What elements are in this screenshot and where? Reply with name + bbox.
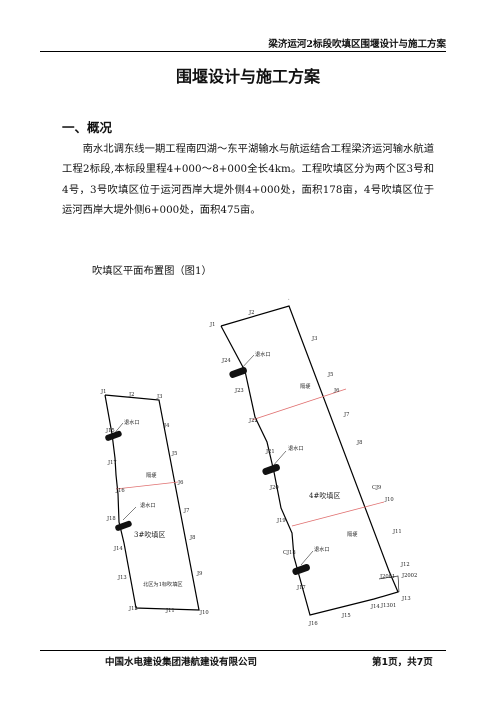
footer-page-number: 第1页，共7页 [372, 657, 433, 668]
left-label-j-lower: J18 [106, 516, 116, 522]
right-label-j3: J3 [311, 336, 317, 342]
left-label-j8: J8 [189, 535, 195, 541]
header-rule [40, 51, 446, 52]
left-label-north-note: 北区为1标吹填区 [143, 580, 183, 588]
left-label-j14: J14 [113, 546, 123, 552]
fill-area-layout-figure: J1 J2 J3 J4 J5 J6 J7 J8 J9 J10 J11 J12 J… [96, 292, 417, 627]
right-label-cj18: CJ18 [283, 550, 296, 556]
right-outlet-leader-3 [300, 550, 314, 566]
right-label-j15: J15 [341, 613, 351, 619]
right-label-j17: J17 [296, 585, 306, 591]
figure-caption: 吹填区平面布置图（图1） [92, 265, 212, 277]
left-label-area3: 3#吹填区 [134, 530, 165, 539]
page-header: 梁济运河2标段吹填区围堰设计与施工方案 [268, 39, 446, 50]
overview-paragraph: 南水北调东线一期工程南四湖～东平湖输水与航运结合工程梁济运河输水航道工程2标段,… [62, 143, 434, 216]
right-label-outlet-3: 退水口 [314, 545, 330, 553]
left-label-outlet-2: 退水口 [140, 501, 156, 509]
right-label-cj9: CJ9 [372, 485, 381, 491]
right-label-j2001: J2001 [379, 574, 395, 580]
left-label-j12: J12 [128, 606, 138, 612]
left-label-j7: J7 [183, 508, 189, 514]
right-label-divider-1: 隔埂 [300, 382, 311, 390]
right-label-j11: J11 [392, 529, 402, 535]
right-outlet-icon-2 [262, 463, 280, 475]
right-label-j12: J12 [400, 562, 410, 568]
left-label-j13: J13 [117, 575, 127, 581]
right-label-area4: 4#吹填区 [309, 491, 340, 500]
right-label-j8: J8 [356, 440, 362, 446]
right-label-j7: J7 [343, 412, 349, 418]
left-label-j6: J6 [177, 480, 183, 486]
right-label-j5: J5 [327, 372, 333, 378]
right-divider-line-2 [291, 501, 385, 527]
section-heading: 一、概况 [62, 120, 113, 135]
left-label-j5: J5 [171, 451, 177, 457]
right-label-j13: J13 [401, 596, 411, 602]
left-label-j-mid: J16 [115, 488, 125, 494]
left-label-j11: J11 [165, 608, 175, 614]
right-label-outlet-2: 退水口 [288, 444, 304, 452]
right-label-j1301: J1301 [380, 603, 396, 609]
right-label-j2002: J2002 [401, 573, 417, 579]
right-label-j10: J10 [384, 497, 394, 503]
right-outlet-icon-3 [292, 563, 310, 575]
left-label-j-upper: J17 [107, 460, 117, 466]
left-label-outlet-1: 退水口 [124, 418, 140, 426]
right-label-j16: J16 [308, 621, 318, 627]
right-area-boundary [220, 305, 399, 616]
right-label-j22: J22 [248, 418, 258, 424]
right-divider-line-1 [251, 388, 347, 421]
left-outlet-leader-2 [122, 506, 137, 521]
right-corner-notch [378, 575, 400, 593]
left-label-j3: J3 [156, 394, 162, 400]
left-label-j10: J10 [199, 610, 209, 616]
left-area-boundary [104, 394, 200, 611]
footer-company: 中国水电建设集团港航建设有限公司 [105, 657, 258, 668]
right-label-j19: J19 [276, 518, 286, 524]
left-label-j1: J1 [100, 389, 106, 395]
left-label-j4: J4 [163, 423, 170, 429]
right-label-j1: J1 [209, 322, 215, 328]
layout-plan-svg: J1 J2 J3 J4 J5 J6 J7 J8 J9 J10 J11 J12 J… [100, 297, 417, 627]
right-label-outlet-1: 退水口 [255, 350, 271, 358]
right-outlet-icon-1 [229, 366, 247, 378]
right-label-j23: J23 [234, 388, 244, 394]
left-divider-line [115, 481, 179, 490]
footer-rule [40, 650, 446, 651]
right-label-j14: J14 [370, 604, 380, 610]
right-label-j24: J24 [221, 358, 231, 364]
right-label-divider-2: 隔埂 [347, 530, 358, 538]
left-label-j2: J2 [128, 392, 134, 398]
right-outlet-leader-2 [271, 450, 287, 468]
right-label-j2: J2 [248, 310, 254, 316]
right-label-top: · [288, 297, 290, 303]
left-label-divider: 隔埂 [146, 471, 157, 479]
document-title: 围堰设计与施工方案 [175, 67, 320, 86]
right-label-j20: J20 [269, 485, 279, 491]
left-outlet-icon-1 [105, 430, 122, 441]
left-label-j15: J15 [105, 428, 115, 434]
left-outlet-icon-2 [115, 520, 132, 531]
right-label-j6: J6 [333, 388, 339, 394]
left-label-j9: J9 [196, 571, 202, 577]
right-label-j21: J21 [265, 449, 275, 455]
